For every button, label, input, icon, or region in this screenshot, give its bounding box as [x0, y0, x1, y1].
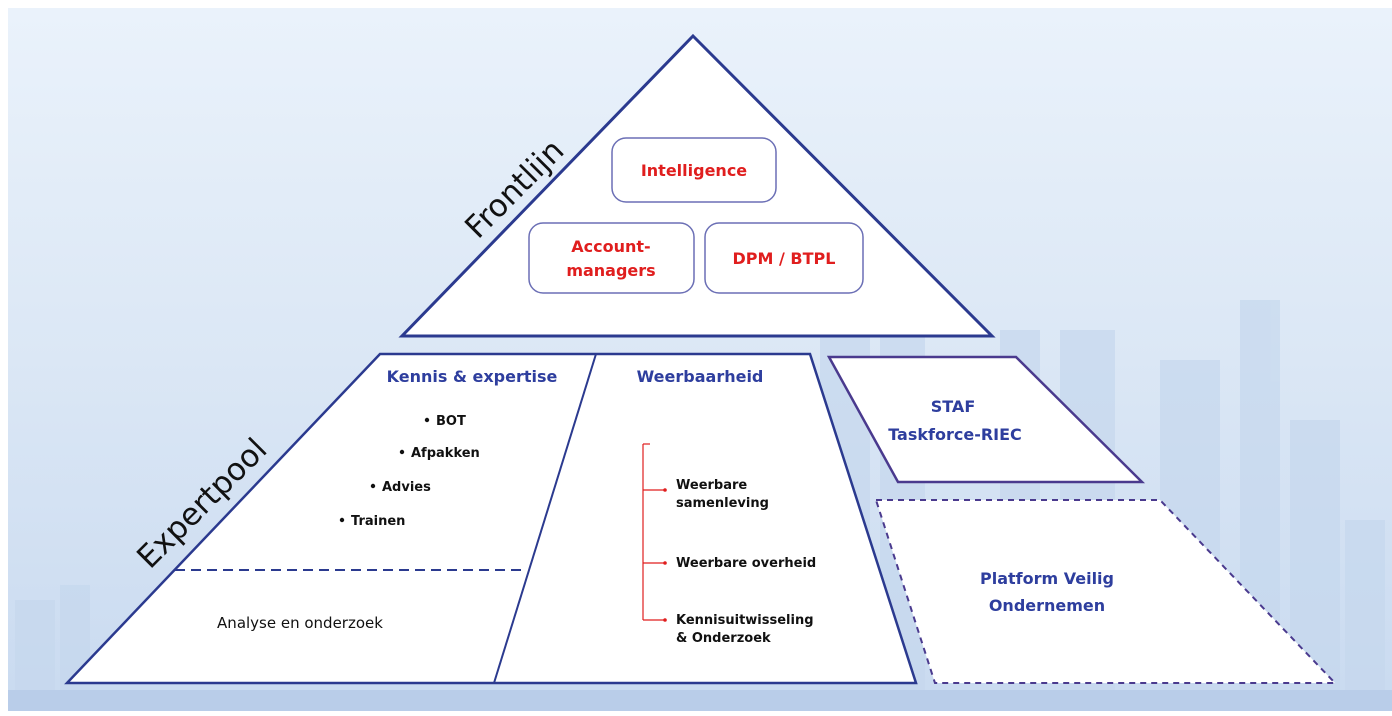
weerbaarheid-title: Weerbaarheid — [637, 367, 764, 386]
kennisuitwisseling-line1: Kennisuitwisseling — [676, 613, 814, 628]
dpm-btpl-label: DPM / BTPL — [733, 249, 836, 268]
expertpool-trapezoid — [64, 352, 918, 685]
dpm-btpl-box — [704, 222, 864, 294]
weerbaarheid-tree-lines — [642, 443, 665, 621]
intelligence-label: Intelligence — [641, 161, 747, 180]
weerbare-samenleving-line2: samenleving — [676, 496, 769, 511]
tree-node-icon — [663, 488, 667, 492]
platform-label-line2: Ondernemen — [989, 596, 1105, 615]
tree-node-icon — [663, 561, 667, 565]
accountmanagers-box — [528, 222, 695, 294]
kennis-bullet-advies: Advies — [382, 480, 431, 495]
intelligence-box — [611, 137, 777, 203]
weerbare-overheid-label: Weerbare overheid — [676, 556, 816, 571]
platform-label-line1: Platform Veilig — [980, 569, 1114, 588]
kennisuitwisseling-line2: & Onderzoek — [676, 631, 771, 646]
ground-strip — [8, 690, 1392, 711]
kennis-bullet-afpakken: Afpakken — [411, 446, 480, 461]
analyse-onderzoek-label: Analyse en onderzoek — [217, 614, 383, 632]
staf-label-line1: STAF — [931, 397, 976, 416]
accountmanagers-label-line1: Account- — [571, 237, 650, 256]
bullet-icon — [339, 517, 345, 523]
kennis-expertise-title: Kennis & expertise — [387, 367, 558, 386]
tree-node-icon — [663, 618, 667, 622]
accountmanagers-label-line2: managers — [566, 261, 655, 280]
kennis-bullet-trainen: Trainen — [351, 514, 405, 529]
expertpool-divider — [493, 353, 597, 684]
bullet-icon — [370, 483, 376, 489]
bullet-icon — [399, 449, 405, 455]
weerbare-samenleving-line1: Weerbare — [676, 478, 747, 493]
staf-parallelogram — [826, 355, 1146, 484]
bullet-icon — [424, 417, 430, 423]
platform-veilig-ondernemen-box — [874, 499, 1338, 684]
kennis-bullet-bot: BOT — [436, 414, 466, 429]
staf-label-line2: Taskforce-RIEC — [888, 425, 1022, 444]
